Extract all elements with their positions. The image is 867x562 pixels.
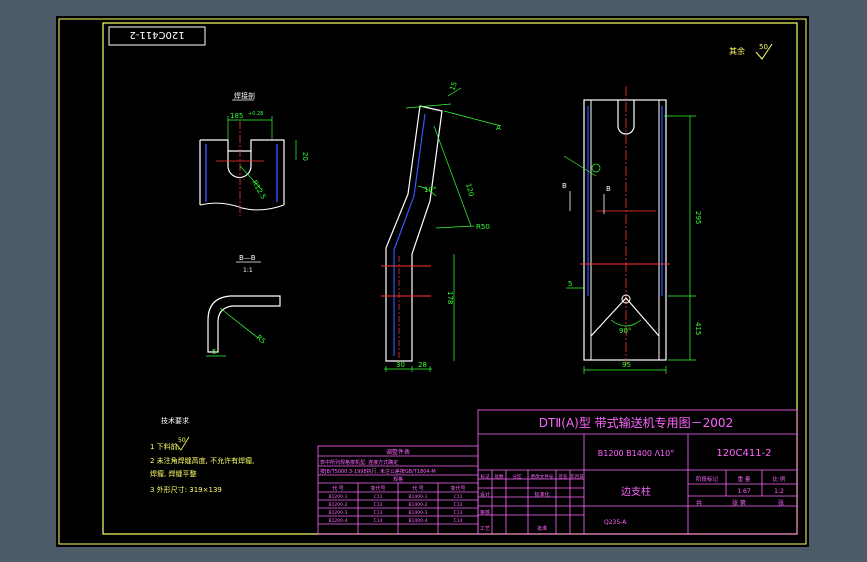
dim-5b: 5 [568,280,572,288]
tech-note-3: 焊瘤, 焊缝平整 [150,469,196,478]
title-drawing-no: 120C411-2 [716,448,771,459]
corner-stamp-box [108,26,206,46]
title-part-name: 边支柱 [621,485,651,498]
table-header: 代 号 [412,485,424,492]
corner-stamp-text: 120C411-2 [129,29,184,40]
table-cell: B1400-3 [408,510,427,516]
title-main: DTⅡ(A)型 带式输送机专用图－2002 [539,415,733,430]
section-label: B—B [239,254,256,262]
title-weight-label: 重 量 [738,475,751,483]
title-material: Q235-A [604,519,627,526]
cad-drawing: 120C411-2 其余 50 焊接剖 185 +0.28 20 R12.5 B… [58,18,807,545]
dim-5: 5 [212,348,216,356]
dim-15: 15 [448,81,459,92]
table-cell: C12 [374,502,383,508]
sign-row: 审核 [480,509,490,516]
drawing-sheet: 120C411-2 其余 50 焊接剖 185 +0.28 20 R12.5 B… [56,16,809,547]
dim-20: 20 [301,152,309,161]
sign-row: 工艺 [480,526,490,532]
rev-header: 更改文件号 [531,473,554,480]
table-note-1: 表中所列规格按机型, 连接方式确定 [320,459,398,466]
dim-r50: R50 [476,223,490,231]
sign-mid: 标准化 [534,491,549,498]
arrow-b-left: B [562,182,567,190]
table-cell: B1400-1 [408,494,427,500]
section-ratio: 1:1 [243,267,253,274]
arrow-b-right: B [606,185,611,193]
table-cell: B1200-3 [328,510,347,516]
table-cell: C14 [374,518,383,524]
title-spec: B1200 B1400 Λ10° [598,449,674,458]
table-cell: B1200-1 [328,494,347,500]
tech-roughness-value: 50 [178,437,186,444]
table-cell: C11 [374,494,383,500]
dim-30: 30 [396,361,405,369]
sign-row: 设计 [480,491,490,498]
arrow-a: A [496,124,501,132]
title-stage-label: 阶段标记 [696,475,719,483]
table-cell: C11 [454,494,463,500]
title-block [477,409,798,535]
side-view: A 15 120 10° R50 178 30 28 [381,81,502,372]
front-view: 90° B B 295 415 5 95 [562,86,702,374]
surface-note-value: 50 [759,43,768,51]
title-scale-value: 1:2 [774,488,784,495]
tech-note-2: 2 未注角焊缝高度, 不允许有焊瘤, [150,456,254,465]
table-cell: C13 [374,510,383,516]
title-sheet-label: 共 [696,499,702,507]
dim-r12-5: R12.5 [250,179,267,201]
detail-view: 焊接剖 185 +0.28 20 R12.5 [199,91,309,216]
dim-angle-90: 90° [619,327,631,335]
table-cell: B1200-4 [328,518,347,524]
title-sheet-suffix: 张 [778,499,784,507]
sign-mid: 批准 [537,525,547,532]
technical-notes: 技术要求 50 1 下料前, 2 未注角焊缝高度, 不允许有焊瘤, 焊瘤, 焊缝… [150,416,254,494]
surface-note-label: 其余 [729,46,745,56]
tech-note-4: 3 外形尺寸: 319×139 [150,485,222,494]
dim-angle-10: 10° [424,186,436,194]
table-header: 变代号 [370,485,385,492]
dim-178: 178 [446,291,454,304]
dim-415: 415 [694,322,702,335]
table-cell: C14 [454,518,463,524]
table-header: 变代号 [450,485,465,492]
table-cell: B1400-4 [408,518,427,524]
roughness-symbol-icon [175,436,190,451]
dim-95: 95 [622,361,631,369]
rev-header: 签名 [559,473,568,480]
title-scale-label: 比 例 [773,475,786,483]
title-weight-value: 1.67 [737,488,751,495]
table-cell: B1200-2 [328,502,347,508]
rev-header: 分区 [513,473,522,480]
table-cell: C12 [454,502,463,508]
rev-header: 标记 [481,473,490,480]
title-sheets-label: 张 第 [732,499,746,507]
dim-185: 185 [230,112,243,120]
detail-label: 焊接剖 [234,91,255,100]
section-view: B—B 1:1 R5 5 [206,254,281,357]
rev-header: 年月日 [570,473,584,480]
table-note-2: 按JB/T5000.3-1998执行, 未注公差按GB/T1804-M [320,468,436,475]
dim-120: 120 [464,182,475,197]
rev-header: 处数 [495,473,504,480]
roughness-symbol-icon [755,43,773,60]
table-cell: C13 [454,510,463,516]
table-cell: B1400-2 [408,502,427,508]
outer-border [58,18,807,545]
table-title: 调整件表 [386,448,410,456]
tech-notes-heading: 技术要求 [161,416,189,425]
tech-note-1: 1 下料前, [150,442,180,451]
table-col-header: 规格 [393,476,403,483]
dim-r5: R5 [255,333,267,345]
table-header: 代 号 [332,485,344,492]
dim-tolerance: +0.28 [248,111,263,117]
dim-28: 28 [418,361,427,369]
dim-295: 295 [694,211,702,224]
